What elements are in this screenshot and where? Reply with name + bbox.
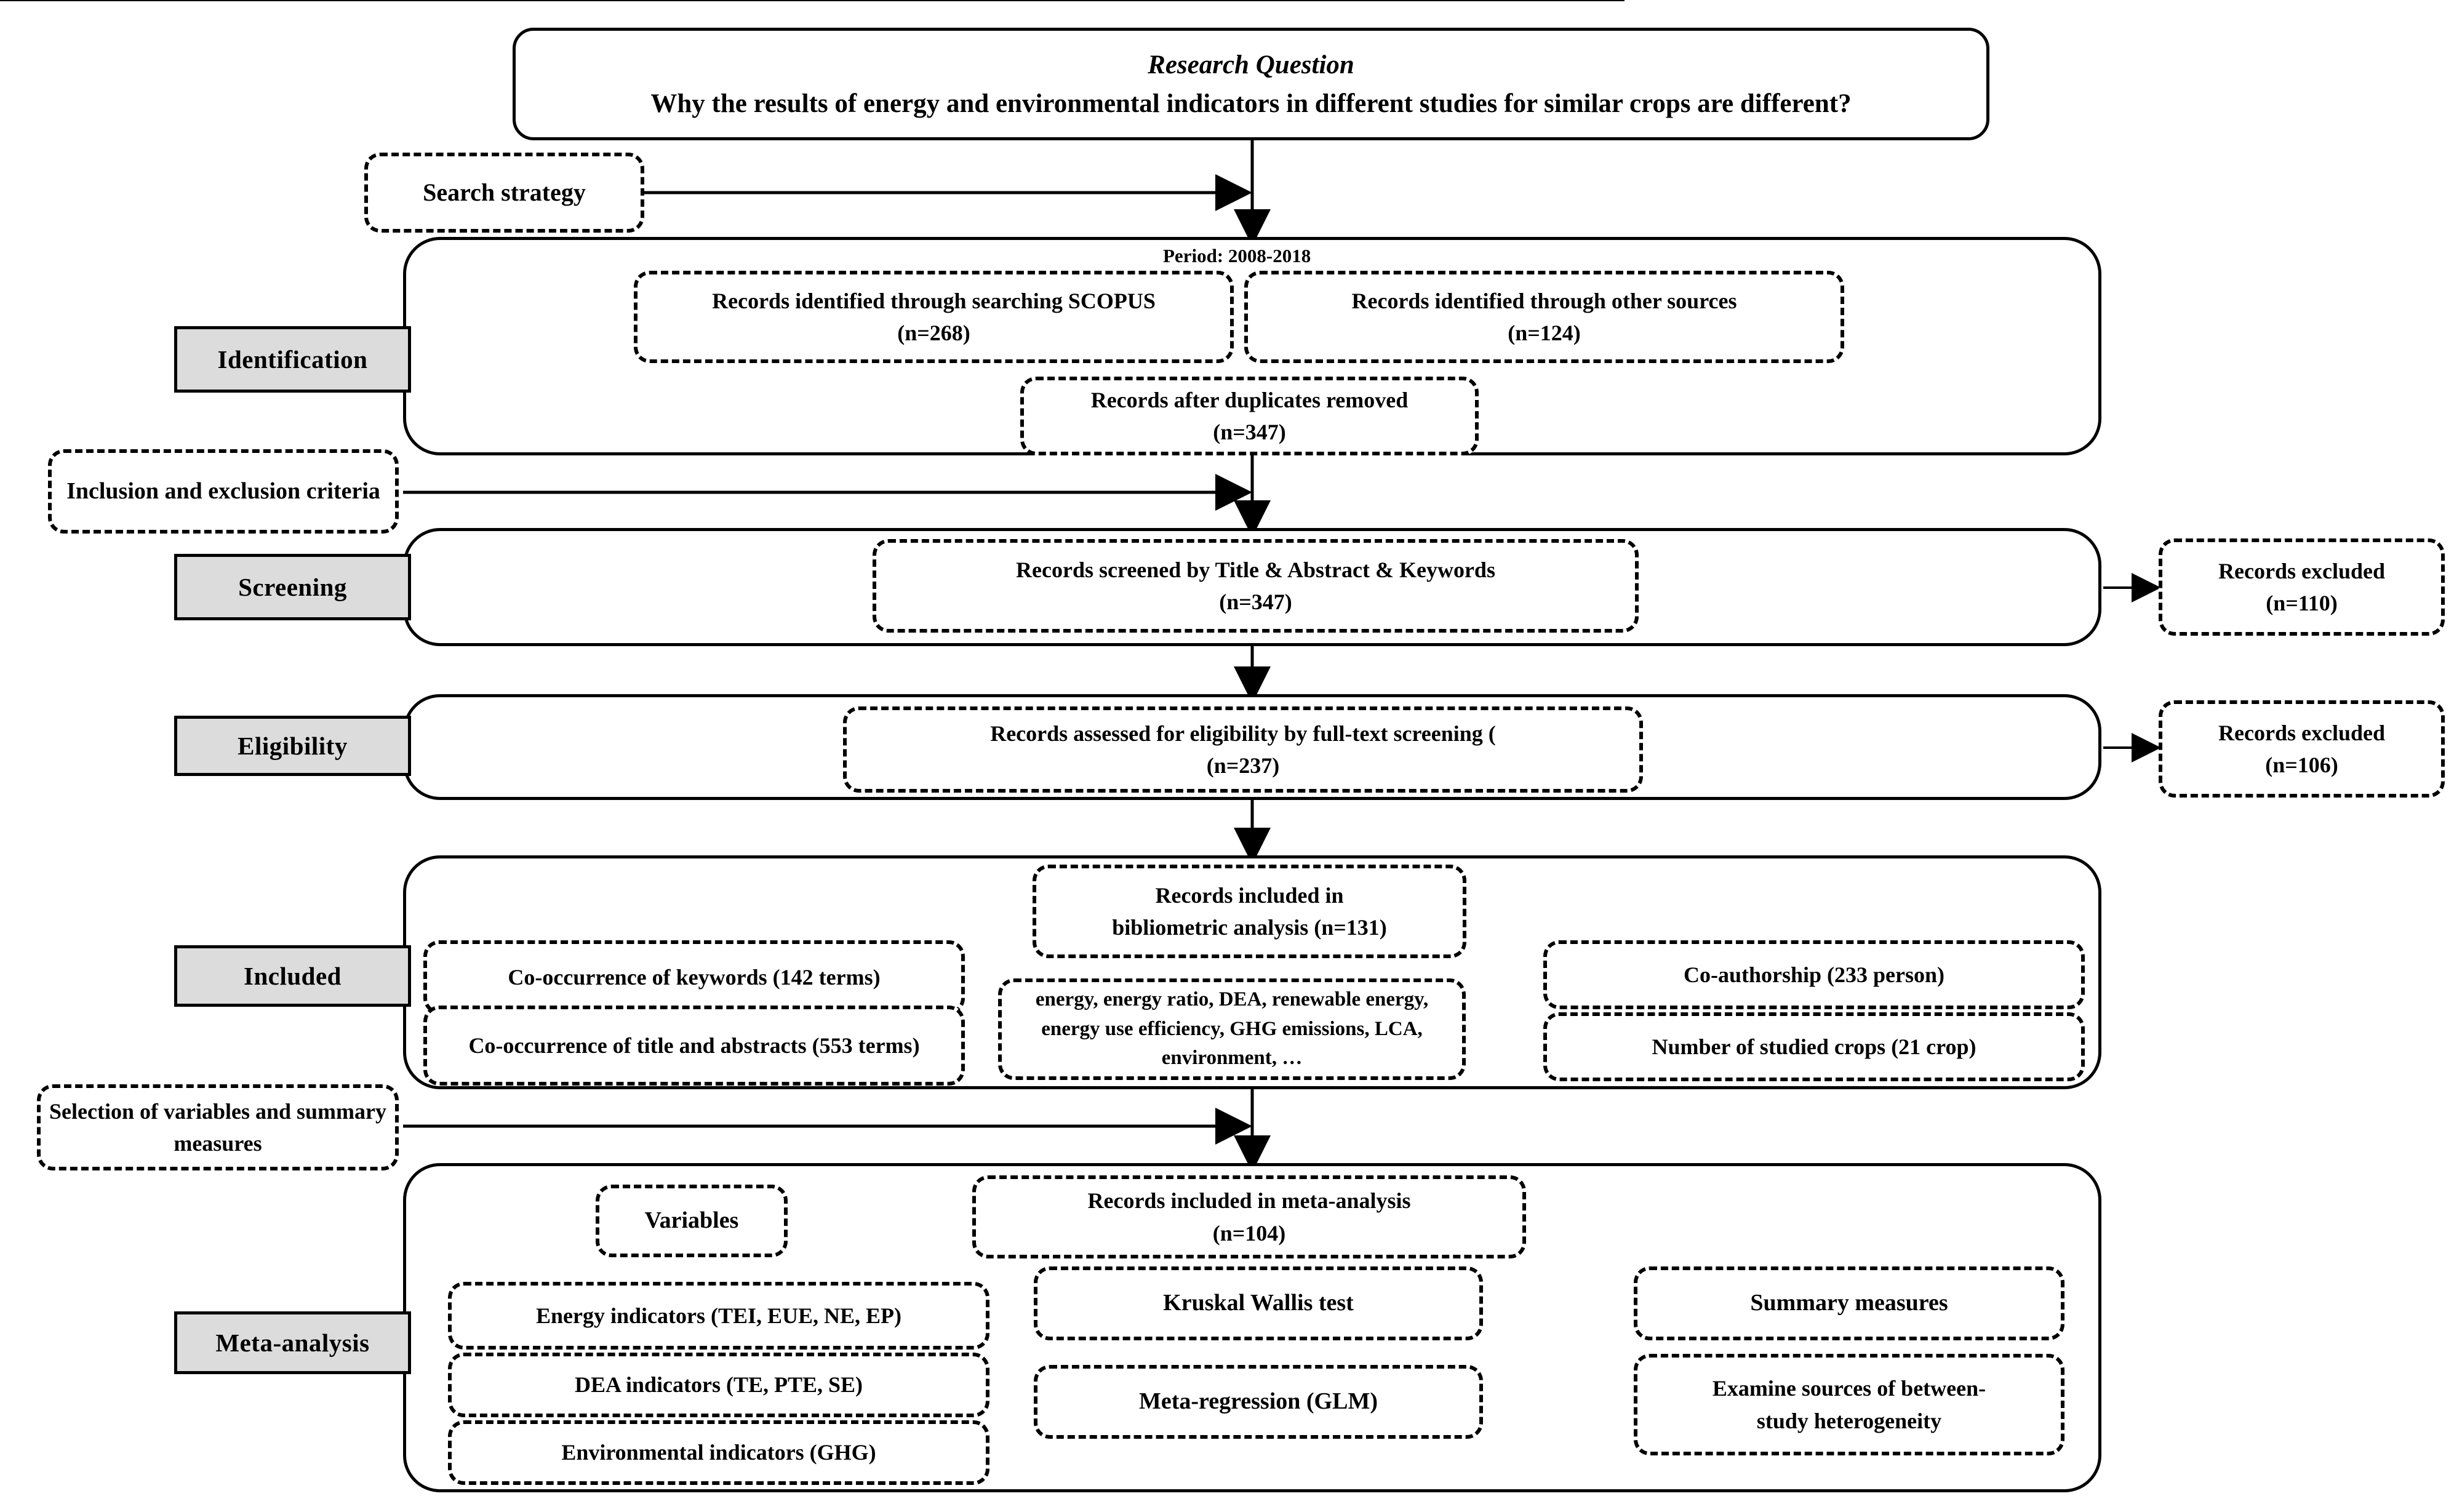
box-meta-regression: Meta-regression (GLM) (1034, 1365, 1483, 1439)
box-summary-measures: Summary measures (1634, 1266, 2064, 1340)
box-eligibility-excluded-line2: (n=106) (2265, 753, 2338, 777)
box-studied-crops: Number of studied crops (21 crop) (1543, 1012, 2085, 1081)
box-bibliometric-analysis-line2: bibliometric analysis (n=131) (1112, 915, 1387, 940)
box-summary-measures-label: Summary measures (1750, 1290, 1948, 1316)
side-note-selection-variables: Selection of variables and summary measu… (37, 1084, 399, 1170)
box-records-assessed: Records assessed for eligibility by full… (843, 706, 1643, 793)
side-note-search-strategy: Search strategy (364, 153, 644, 233)
box-environmental-indicators: Environmental indicators (GHG) (448, 1420, 989, 1485)
stage-label-included-text: Included (244, 962, 342, 990)
stage-label-meta-analysis-text: Meta-analysis (215, 1329, 370, 1357)
box-terms-list: energy, energy ratio, DEA, renewable ene… (998, 978, 1466, 1080)
box-kruskal-wallis-test-label: Kruskal Wallis test (1163, 1290, 1354, 1316)
box-energy-indicators-label: Energy indicators (TEI, EUE, NE, EP) (535, 1303, 902, 1328)
box-bibliometric-analysis-line1: Records included in (1155, 882, 1344, 908)
box-records-scopus-line2: (n=268) (897, 321, 970, 345)
box-records-screened: Records screened by Title & Abstract & K… (873, 539, 1639, 633)
box-variables-label: Variables (644, 1207, 739, 1234)
box-studied-crops-label: Number of studied crops (21 crop) (1652, 1034, 1976, 1059)
box-environmental-indicators-label: Environmental indicators (GHG) (561, 1440, 876, 1465)
box-between-study-heterogeneity-line1: Examine sources of between- (1712, 1376, 1986, 1401)
box-keywords-co-occurrence-label: Co-occurrence of keywords (142 terms) (508, 964, 881, 990)
box-records-screened-line2: (n=347) (1219, 590, 1292, 614)
identification-period-caption: Period: 2008-2018 (1163, 245, 1311, 266)
box-records-assessed-line2: (n=237) (1206, 753, 1280, 778)
stage-label-screening: Screening (174, 554, 411, 620)
box-screening-excluded-line2: (n=110) (2266, 591, 2338, 615)
box-records-after-duplicates-line1: Records after duplicates removed (1090, 387, 1409, 412)
box-records-other-sources: Records identified through other sources… (1244, 271, 1844, 363)
side-note-inclusion-exclusion: Inclusion and exclusion criteria (48, 449, 399, 534)
box-co-authorship: Co-authorship (233 person) (1543, 940, 2085, 1009)
side-note-inclusion-exclusion-label: Inclusion and exclusion criteria (66, 478, 380, 504)
box-dea-indicators-label: DEA indicators (TE, PTE, SE) (574, 1372, 863, 1398)
stage-label-eligibility-text: Eligibility (238, 732, 348, 760)
box-records-after-duplicates-line2: (n=347) (1213, 420, 1286, 444)
stage-label-included: Included (174, 945, 411, 1007)
box-between-study-heterogeneity-line2: study heterogeneity (1756, 1408, 1942, 1433)
box-terms-list-label: energy, energy ratio, DEA, renewable ene… (1035, 988, 1429, 1070)
stage-label-eligibility: Eligibility (174, 716, 411, 776)
box-bibliometric-analysis: Records included in bibliometric analysi… (1033, 865, 1466, 958)
stage-label-identification: Identification (174, 326, 411, 393)
box-between-study-heterogeneity: Examine sources of between- study hetero… (1634, 1354, 2064, 1455)
box-meta-included-line1: Records included in meta-analysis (1087, 1188, 1411, 1214)
box-records-after-duplicates: Records after duplicates removed (n=347) (1020, 377, 1479, 455)
box-keywords-co-occurrence: Co-occurrence of keywords (142 terms) (423, 940, 965, 1014)
box-title-abstract-co-occurrence: Co-occurrence of title and abstracts (55… (423, 1006, 965, 1086)
box-variables: Variables (596, 1185, 788, 1257)
box-records-screened-line1: Records screened by Title & Abstract & K… (1016, 557, 1495, 582)
box-records-scopus: Records identified through searching SCO… (634, 271, 1234, 363)
box-records-assessed-line1: Records assessed for eligibility by full… (990, 721, 1496, 746)
box-meta-included-line2: (n=104) (1212, 1220, 1286, 1246)
stage-label-identification-text: Identification (217, 345, 368, 374)
box-title-abstract-co-occurrence-label: Co-occurrence of title and abstracts (55… (468, 1033, 920, 1058)
research-question-heading: Research Question (1148, 50, 1354, 79)
box-co-authorship-label: Co-authorship (233 person) (1683, 962, 1945, 987)
box-meta-regression-label: Meta-regression (GLM) (1139, 1388, 1378, 1415)
research-question-box: Research Question Why the results of ene… (513, 28, 1989, 140)
box-eligibility-excluded-line1: Records excluded (2218, 720, 2385, 745)
research-question-text: Why the results of energy and environmen… (650, 89, 1852, 118)
box-records-scopus-line1: Records identified through searching SCO… (712, 288, 1156, 313)
side-note-search-strategy-label: Search strategy (423, 178, 586, 206)
box-screening-excluded-line1: Records excluded (2218, 558, 2385, 583)
box-eligibility-excluded: Records excluded (n=106) (2159, 700, 2445, 798)
stage-label-meta-analysis: Meta-analysis (174, 1311, 411, 1374)
box-meta-included: Records included in meta-analysis (n=104… (972, 1175, 1526, 1258)
stage-label-screening-text: Screening (238, 573, 347, 601)
side-note-selection-variables-label: Selection of variables and summary measu… (49, 1098, 386, 1156)
box-energy-indicators: Energy indicators (TEI, EUE, NE, EP) (448, 1282, 989, 1350)
box-kruskal-wallis-test: Kruskal Wallis test (1034, 1266, 1483, 1340)
box-dea-indicators: DEA indicators (TE, PTE, SE) (448, 1353, 989, 1417)
box-records-other-sources-line2: (n=124) (1508, 321, 1581, 345)
box-screening-excluded: Records excluded (n=110) (2159, 538, 2445, 636)
box-records-other-sources-line1: Records identified through other sources (1351, 288, 1737, 313)
